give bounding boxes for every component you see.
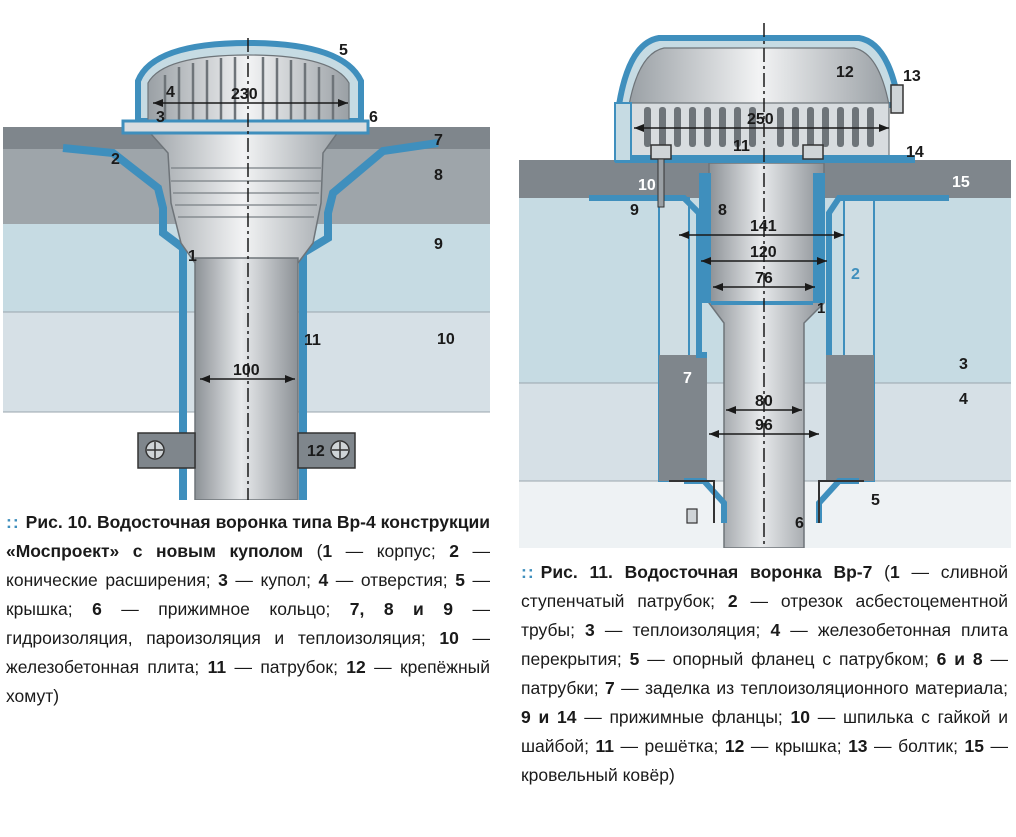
label-10: 10 [638, 177, 656, 194]
label-5: 5 [339, 42, 348, 59]
dimension-250: 250 [747, 111, 774, 128]
dimension-76: 76 [755, 270, 773, 287]
label-1: 1 [817, 300, 825, 317]
label-9: 9 [630, 202, 639, 219]
dimension-100: 100 [233, 362, 260, 379]
label-4: 4 [959, 391, 968, 408]
label-6: 6 [795, 515, 804, 532]
label-7: 7 [434, 132, 443, 149]
caption-title: Рис. 10. Водосточная воронка типа Вр-4 к… [6, 512, 490, 561]
figure-11-caption: ::Рис. 11. Водосточная воронка Вр-7 (1 —… [521, 562, 1009, 785]
label-2: 2 [851, 266, 860, 283]
label-12: 12 [836, 64, 854, 81]
insulation-filling-7 [659, 355, 707, 481]
label-14: 14 [906, 144, 924, 161]
label-9: 9 [434, 236, 443, 253]
figure-10-diagram: 1 2 3 4 5 6 7 8 9 10 11 12 230 100 [3, 3, 490, 500]
label-11: 11 [733, 138, 750, 155]
clamping-ring-6 [121, 119, 370, 135]
label-11: 11 [304, 332, 321, 349]
label-3: 3 [959, 356, 968, 373]
label-7: 7 [683, 370, 692, 387]
caption-title: Рис. 11. Водосточная воронка Вр-7 [540, 562, 873, 582]
dimension-120: 120 [750, 244, 777, 261]
figure-11-diagram: 1 2 3 4 5 6 7 8 9 10 11 12 13 14 15 250 … [519, 3, 1011, 548]
stud-10 [657, 158, 665, 208]
bolt-13 [890, 84, 904, 114]
dimension-230: 230 [231, 86, 258, 103]
clamp-left [137, 432, 196, 469]
label-5: 5 [871, 492, 880, 509]
figure-10-caption: ::Рис. 10. Водосточная воронка типа Вр-4… [6, 512, 491, 706]
label-10: 10 [437, 331, 455, 348]
label-15: 15 [952, 174, 970, 191]
bullet-dots-icon: :: [6, 512, 20, 532]
label-12: 12 [307, 443, 325, 460]
bullet-dots-icon: :: [521, 562, 535, 582]
label-8: 8 [434, 167, 443, 184]
dimension-80: 80 [755, 393, 773, 410]
label-8: 8 [718, 202, 727, 219]
label-6: 6 [369, 109, 378, 126]
label-4: 4 [166, 84, 175, 101]
label-13: 13 [903, 68, 921, 85]
dimension-141: 141 [750, 218, 777, 235]
label-2: 2 [111, 151, 120, 168]
dimension-96: 96 [755, 417, 773, 434]
label-1: 1 [188, 248, 197, 265]
label-3: 3 [156, 109, 165, 126]
clamping-flange-14 [615, 155, 915, 163]
